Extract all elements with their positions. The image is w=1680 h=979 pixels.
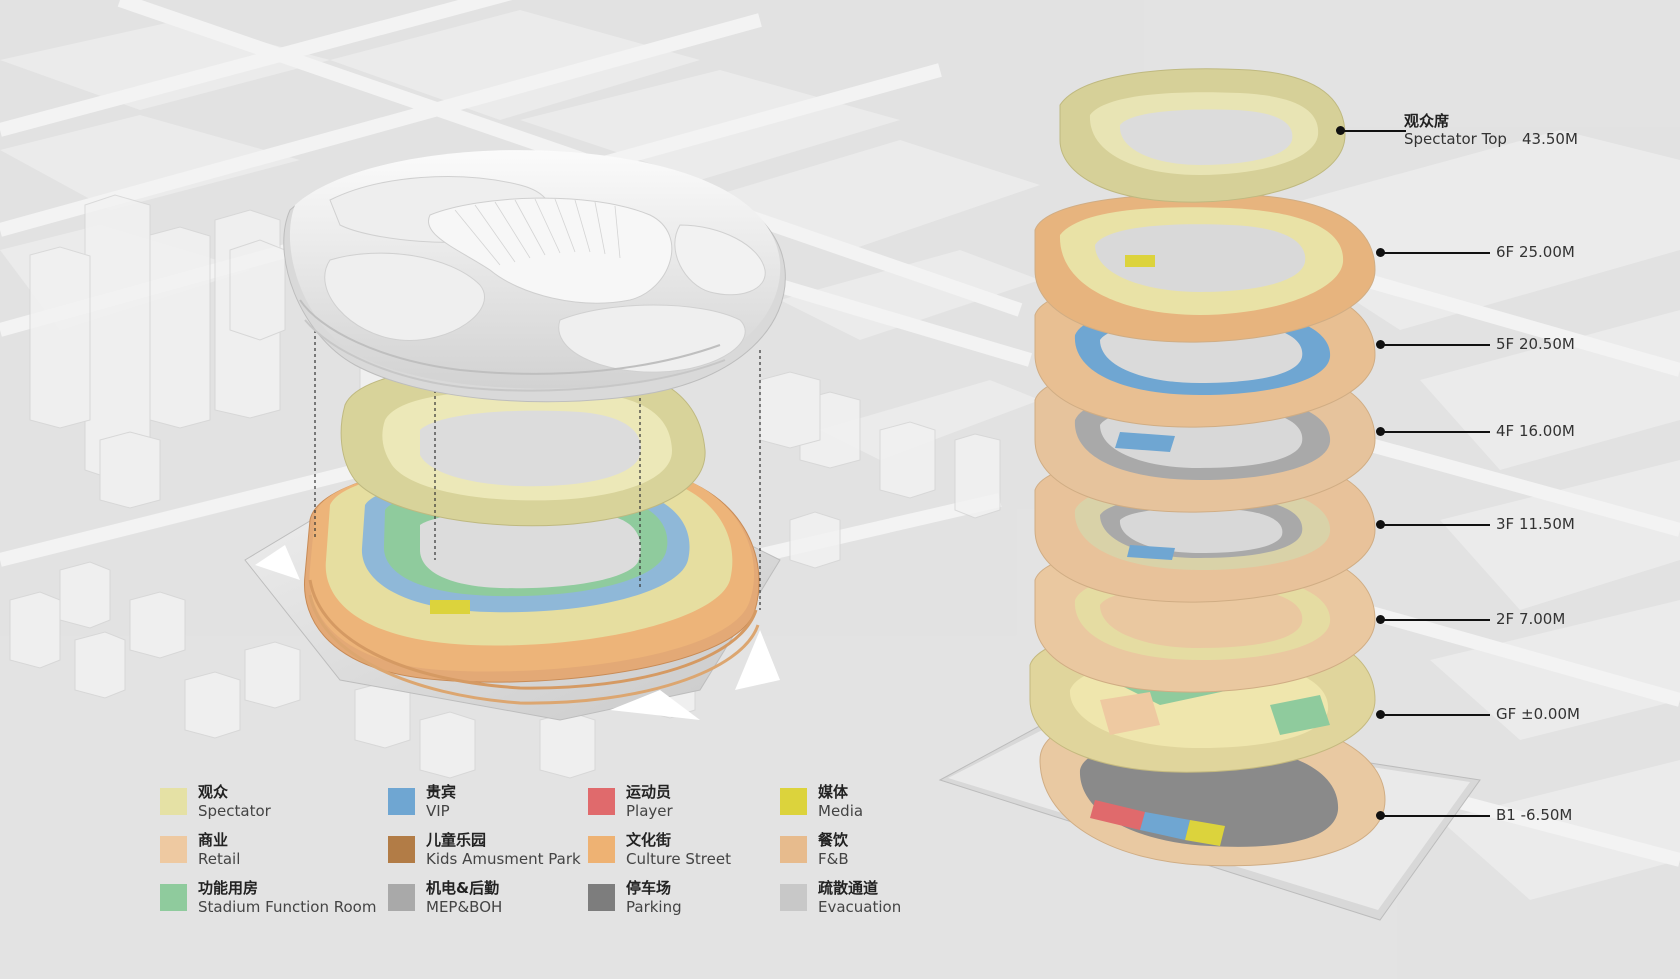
legend-label-zh: 餐饮 [818,831,848,849]
level-label: B1 -6.50M [1496,806,1572,824]
legend-swatch [388,836,415,863]
legend-swatch [780,788,807,815]
legend-label-zh: 停车场 [626,879,671,897]
legend-label-zh: 观众 [198,783,228,801]
level-label: GF ±0.00M [1496,705,1580,723]
legend-label-zh: 功能用房 [198,879,258,897]
legend-label-en: Parking [626,898,682,916]
legend-label-zh: 机电&后勤 [426,879,499,897]
level-5f: 5F 20.50M [1376,335,1576,375]
legend-label-en: Evacuation [818,898,901,916]
floor-plate-6f [1035,194,1375,342]
level-6f: 6F 25.00M [1376,243,1576,283]
legend-label-en: Retail [198,850,240,868]
legend-swatch [160,836,187,863]
level-spectator-top: 观众席 Spectator Top 43.50M [1336,112,1586,152]
legend-swatch [780,836,807,863]
level-label: 4F 16.00M [1496,422,1575,440]
legend-label-zh: 疏散通道 [818,879,878,897]
stadium-roof [284,150,786,402]
legend-label-en: VIP [426,802,450,820]
legend-swatch [388,884,415,911]
legend-label-en: F&B [818,850,849,868]
legend-swatch [160,788,187,815]
level-label-zh: 观众席 [1404,112,1449,130]
legend-swatch [588,836,615,863]
legend-label-zh: 商业 [198,831,228,849]
level-label: 5F 20.50M [1496,335,1575,353]
legend-label-zh: 文化街 [626,831,671,849]
legend-label-en: Culture Street [626,850,731,868]
level-elevation: 43.50M [1522,130,1578,148]
legend-swatch [160,884,187,911]
level-gf: GF ±0.00M [1376,705,1576,745]
level-4f: 4F 16.00M [1376,422,1576,462]
legend-label-en: Player [626,802,673,820]
legend-label-en: Media [818,802,863,820]
level-label-en: Spectator Top [1404,130,1507,148]
legend-label-en: Spectator [198,802,271,820]
level-label: 2F 7.00M [1496,610,1565,628]
level-label: 3F 11.50M [1496,515,1575,533]
legend-label-zh: 贵宾 [426,783,456,801]
legend-label-en: Kids Amusment Park [426,850,581,868]
legend-swatch [588,788,615,815]
legend-swatch [388,788,415,815]
level-3f: 3F 11.50M [1376,515,1576,555]
legend-label-en: MEP&BOH [426,898,502,916]
legend: 观众 Spectator 商业 Retail 功能用房 Stadium Func… [160,782,920,922]
legend-label-en: Stadium Function Room [198,898,376,916]
legend-label-zh: 媒体 [818,783,848,801]
level-label: 6F 25.00M [1496,243,1575,261]
legend-swatch [780,884,807,911]
legend-label-zh: 运动员 [626,783,671,801]
floor-plate-spectator-top [1060,69,1345,202]
legend-label-zh: 儿童乐园 [426,831,486,849]
legend-swatch [588,884,615,911]
level-b1: B1 -6.50M [1376,806,1576,846]
level-2f: 2F 7.00M [1376,610,1576,650]
